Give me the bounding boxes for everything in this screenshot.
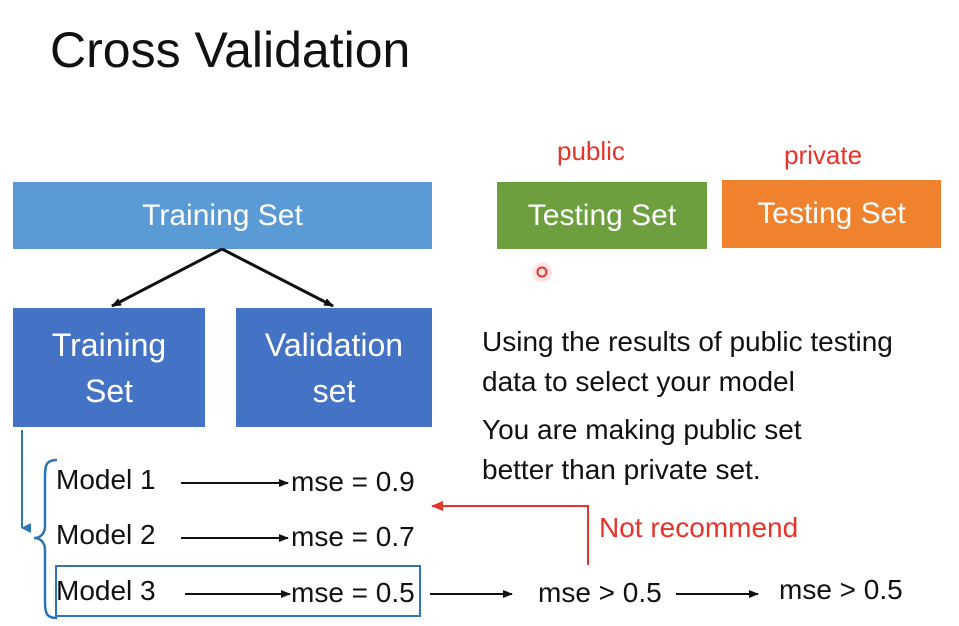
training-subset-box: Training Set: [13, 308, 205, 427]
private-label: private: [784, 140, 863, 170]
pointer-dot: [532, 262, 552, 282]
model-3-label: Model 3: [56, 575, 156, 606]
note-line: You are making public set: [482, 414, 802, 445]
split-arrow-to-training: [111, 247, 223, 308]
public-mse-result: mse > 0.5: [538, 577, 662, 608]
training-subset-label-line1: Training: [51, 326, 167, 363]
training-subset-label-line2: Set: [84, 372, 133, 409]
models-bracket: [33, 458, 58, 620]
training-set-label: Training Set: [142, 198, 303, 232]
note-line: data to select your model: [482, 366, 795, 397]
private-mse-result: mse > 0.5: [779, 574, 903, 605]
model-2-label: Model 2: [56, 519, 156, 550]
public-testing-set-box: Testing Set: [497, 182, 707, 249]
split-arrow-to-validation: [221, 247, 334, 308]
note-line: better than private set.: [482, 454, 761, 485]
validation-set-box: Validation set: [236, 308, 432, 427]
private-testing-set-box: Testing Set: [722, 180, 941, 248]
private-testing-set-label: Testing Set: [757, 197, 906, 230]
model-3-mse: mse = 0.5: [291, 577, 415, 608]
validation-set-label-line1: Validation: [264, 326, 404, 363]
public-label: public: [557, 136, 625, 166]
not-recommend-arrow: [431, 501, 589, 565]
slide-title: Cross Validation: [50, 22, 411, 78]
not-recommend-label: Not recommend: [599, 512, 799, 543]
model-2-mse: mse = 0.7: [291, 521, 415, 552]
validation-set-label-line2: set: [312, 372, 356, 409]
public-testing-set-label: Testing Set: [527, 198, 677, 232]
training-set-box: Training Set: [13, 182, 432, 249]
selected-model-highlight: [55, 565, 421, 617]
note-line: Using the results of public testing: [482, 326, 893, 357]
model-1-label: Model 1: [56, 464, 156, 495]
model-1-mse: mse = 0.9: [291, 466, 415, 497]
